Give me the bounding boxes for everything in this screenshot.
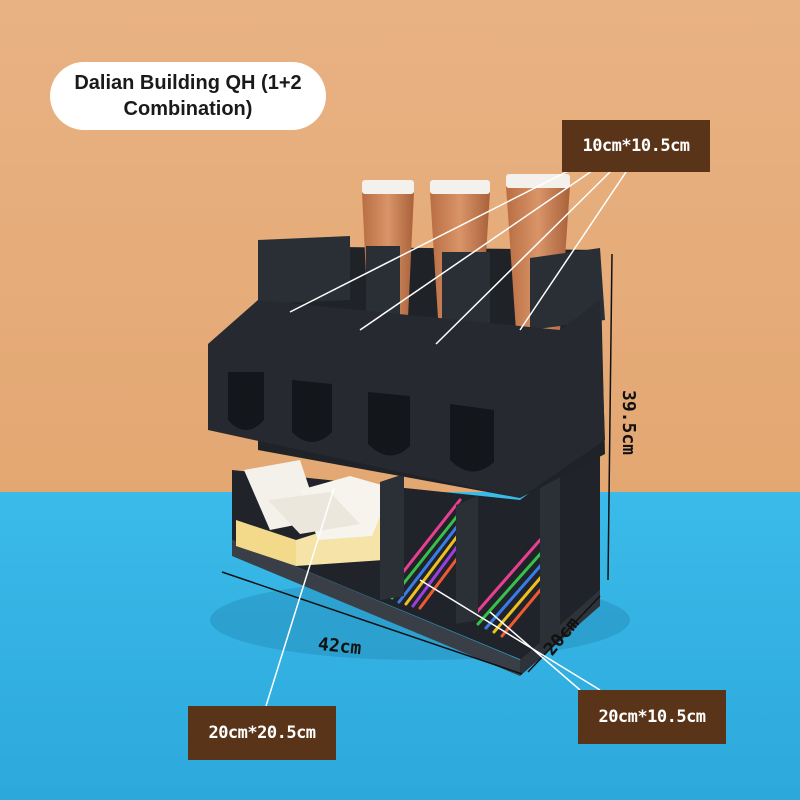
leader-lines — [265, 159, 627, 707]
width-dimension-label: 42cm — [317, 633, 363, 660]
dimension-lines — [221, 253, 613, 675]
upper-front-slots — [228, 372, 494, 472]
tissue-slot-size-label: 20cm*20.5cm — [188, 706, 336, 760]
product-title-line1: Dalian Building QH (1+2 — [74, 72, 302, 94]
height-dimension-label: 39.5cm — [618, 389, 640, 456]
tissue-packs — [236, 460, 392, 566]
product-title-badge: Dalian Building QH (1+2 Combination) — [50, 62, 326, 130]
straw-slot-size-label: 20cm*10.5cm — [578, 690, 726, 744]
cup-slot-size-label: 10cm*10.5cm — [562, 120, 710, 172]
product-title-line2: Combination) — [123, 98, 253, 120]
product-title: Dalian Building QH (1+2 Combination) — [74, 70, 301, 122]
upper-slot-walls — [258, 236, 605, 340]
lower-dividers — [380, 474, 560, 650]
